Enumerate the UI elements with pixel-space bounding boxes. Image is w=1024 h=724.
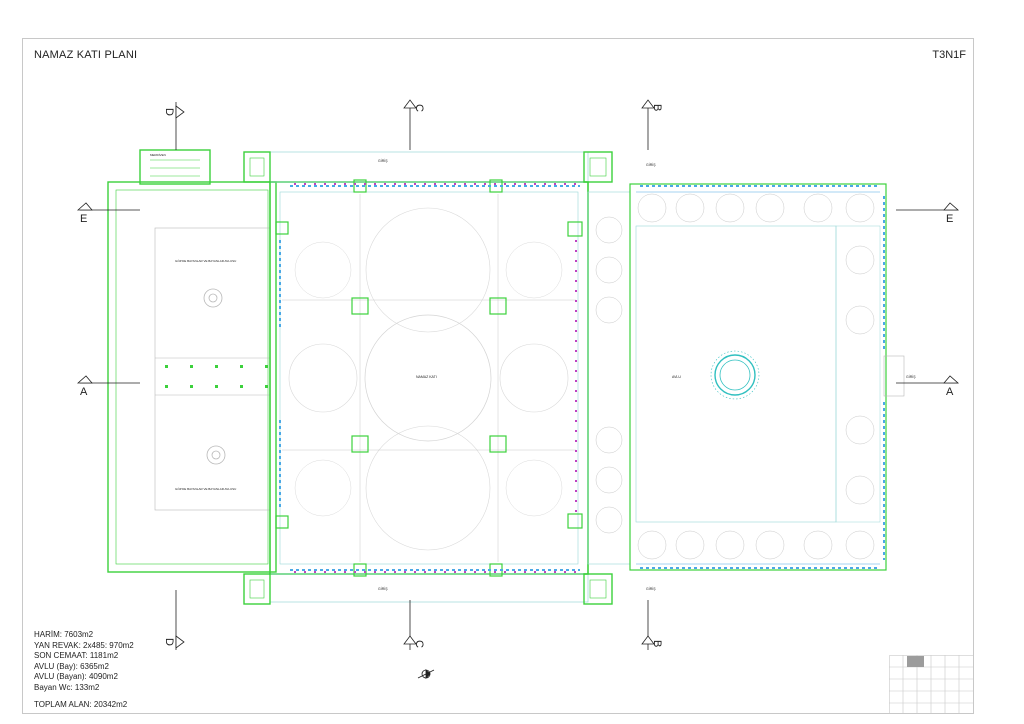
west-courtyard-outline [154, 227, 271, 511]
minaret-se [583, 573, 613, 605]
section-label-c-bottom: C [413, 640, 425, 648]
section-label-d-bottom: D [163, 638, 175, 646]
west-fountain-top [203, 288, 223, 308]
minaret-sw [243, 573, 271, 605]
room-label-entrance-se: GİRİŞ [646, 586, 656, 591]
west-wing-inner [115, 189, 269, 565]
courtyard-outline [629, 183, 887, 571]
minaret-nw [243, 151, 271, 183]
east-entrance [883, 355, 905, 397]
area-total: TOPLAM ALAN: 20342m2 [34, 700, 128, 709]
stair-block [139, 149, 211, 185]
room-label-women-area-bottom: GÖZ'DE BAYANLAR VE BAYANLAR AVLUSU [175, 487, 236, 491]
section-label-b-top: B [651, 104, 663, 111]
section-label-e-right: E [946, 213, 953, 225]
room-label-entrance-north: GİRİŞ [378, 158, 388, 163]
room-label-entrance-east: GİRİŞ [906, 374, 916, 379]
area-avlu-bay: AVLU (Bay): 6365m2 [34, 661, 109, 671]
room-label-entrance-ne: GİRİŞ [646, 162, 656, 167]
area-bayan-wc: Bayan Wc: 133m2 [34, 682, 100, 692]
west-fountain-bottom [206, 445, 226, 465]
section-label-b-bottom: B [651, 640, 663, 647]
section-label-e-left: E [80, 213, 87, 225]
minaret-ne [583, 151, 613, 183]
east-riwaq [587, 191, 631, 565]
main-dome [364, 314, 492, 442]
title-block-marker [907, 656, 924, 667]
area-schedule: HARİM: 7603m2 YAN REVAK: 2x485: 970m2 SO… [34, 630, 134, 711]
area-harim: HARİM: 7603m2 [34, 630, 94, 639]
drawing-title: NAMAZ KATI PLANI [34, 49, 138, 61]
section-label-c-top: C [413, 104, 425, 112]
south-portico [269, 573, 589, 603]
prayer-hall-inner [279, 191, 579, 565]
title-block [889, 655, 974, 714]
north-portico [269, 151, 589, 183]
area-avlu-bayan: AVLU (Bayan): 4090m2 [34, 672, 118, 681]
section-label-a-right: A [946, 386, 954, 398]
sheet-code: T3N1F [932, 49, 966, 61]
room-label-stair: MERDİVEN [150, 152, 166, 157]
room-label-entrance-south: GİRİŞ [378, 586, 388, 591]
area-son-cemaat: SON CEMAAT: 1181m2 [34, 651, 119, 660]
room-label-prayer-hall: NAMAZ KATI [416, 375, 437, 379]
section-label-a-left: A [80, 386, 88, 398]
room-label-courtyard: AVLU [672, 375, 681, 379]
section-label-d-top: D [163, 108, 175, 116]
area-yan-revak: YAN REVAK: 2x485: 970m2 [34, 640, 134, 650]
west-wing-outline [107, 181, 277, 573]
north-arrow-icon [417, 669, 435, 679]
courtyard-inner [635, 225, 837, 523]
room-label-women-area-top: GÖZ'DE BAYANLAR VE BAYANLAR AVLUSU [175, 259, 236, 263]
courtyard-fountain [714, 354, 756, 396]
